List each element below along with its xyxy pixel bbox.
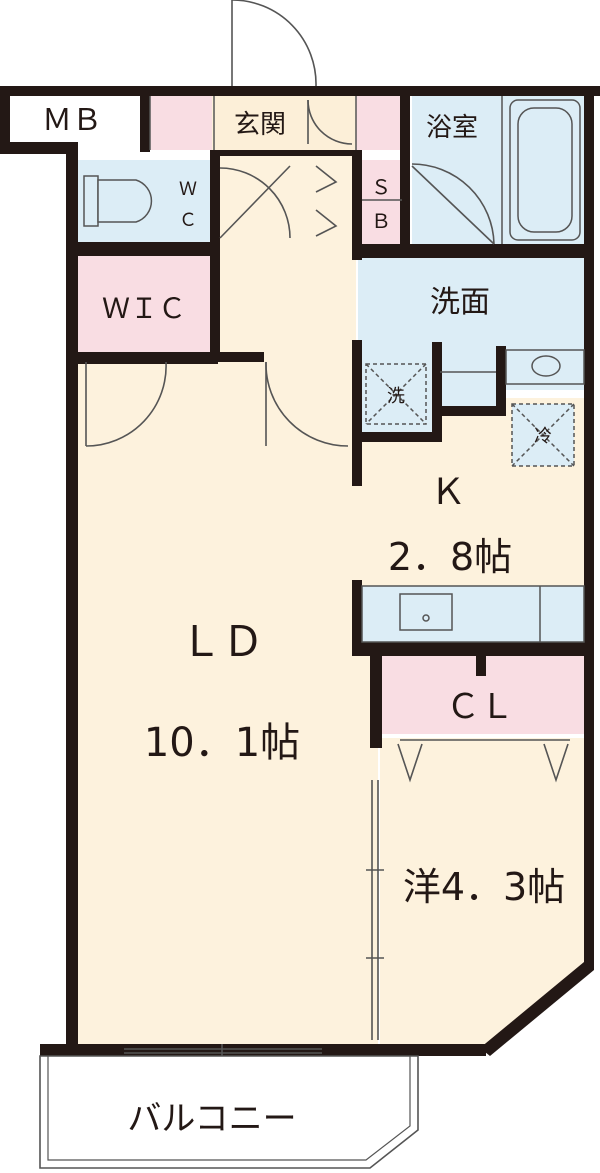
balcony-label: バルコニー (127, 1099, 296, 1139)
entrance-storage-right (356, 96, 400, 150)
kitchen-counter (361, 585, 585, 643)
ld-size: 10．1帖 (144, 720, 300, 766)
entrance-step (210, 96, 356, 150)
western-room-label: 洋4．3帖 (403, 865, 565, 909)
entrance-storage-left (148, 96, 212, 150)
mb-box (10, 96, 134, 142)
wc-door[interactable] (219, 165, 291, 239)
washroom-label: 洗面 (430, 285, 490, 320)
closet-label: ＣＬ (446, 687, 514, 727)
ld-floor (78, 360, 378, 1048)
mb-label: ＭＢ (42, 103, 102, 138)
sb-label-b: Ｂ (371, 209, 391, 233)
fixtures (83, 99, 585, 643)
toilet (83, 175, 99, 227)
wic-floor (78, 256, 212, 356)
corridor-floor (214, 150, 356, 362)
western-room-floor (380, 738, 584, 1048)
kitchen-size: 2．8帖 (388, 535, 512, 579)
wc-label-w: Ｗ (179, 179, 197, 200)
walls (0, 86, 600, 1056)
washer-label: 洗 (387, 386, 405, 407)
entrance-label: 玄関 (234, 110, 286, 140)
bath-door[interactable] (411, 165, 495, 245)
sb-storage (362, 160, 402, 244)
fridge-label: 冷 (534, 426, 552, 447)
ld-label: ＬＤ (180, 617, 264, 666)
labels: ＭＢ 玄関 浴室 Ｗ Ｃ Ｓ Ｂ ＷＩＣ 洗面 洗 冷 Ｋ 2．8帖 ＬＤ 10… (42, 103, 565, 1139)
sb-label-s: Ｓ (371, 175, 391, 199)
thin-lines (149, 96, 503, 373)
wc-label-c: Ｃ (179, 210, 197, 231)
wic-label: ＷＩＣ (102, 292, 186, 325)
doors (85, 0, 570, 1058)
bath-label: 浴室 (426, 113, 478, 143)
kitchen-label: Ｋ (430, 472, 466, 513)
balcony (39, 1055, 419, 1169)
